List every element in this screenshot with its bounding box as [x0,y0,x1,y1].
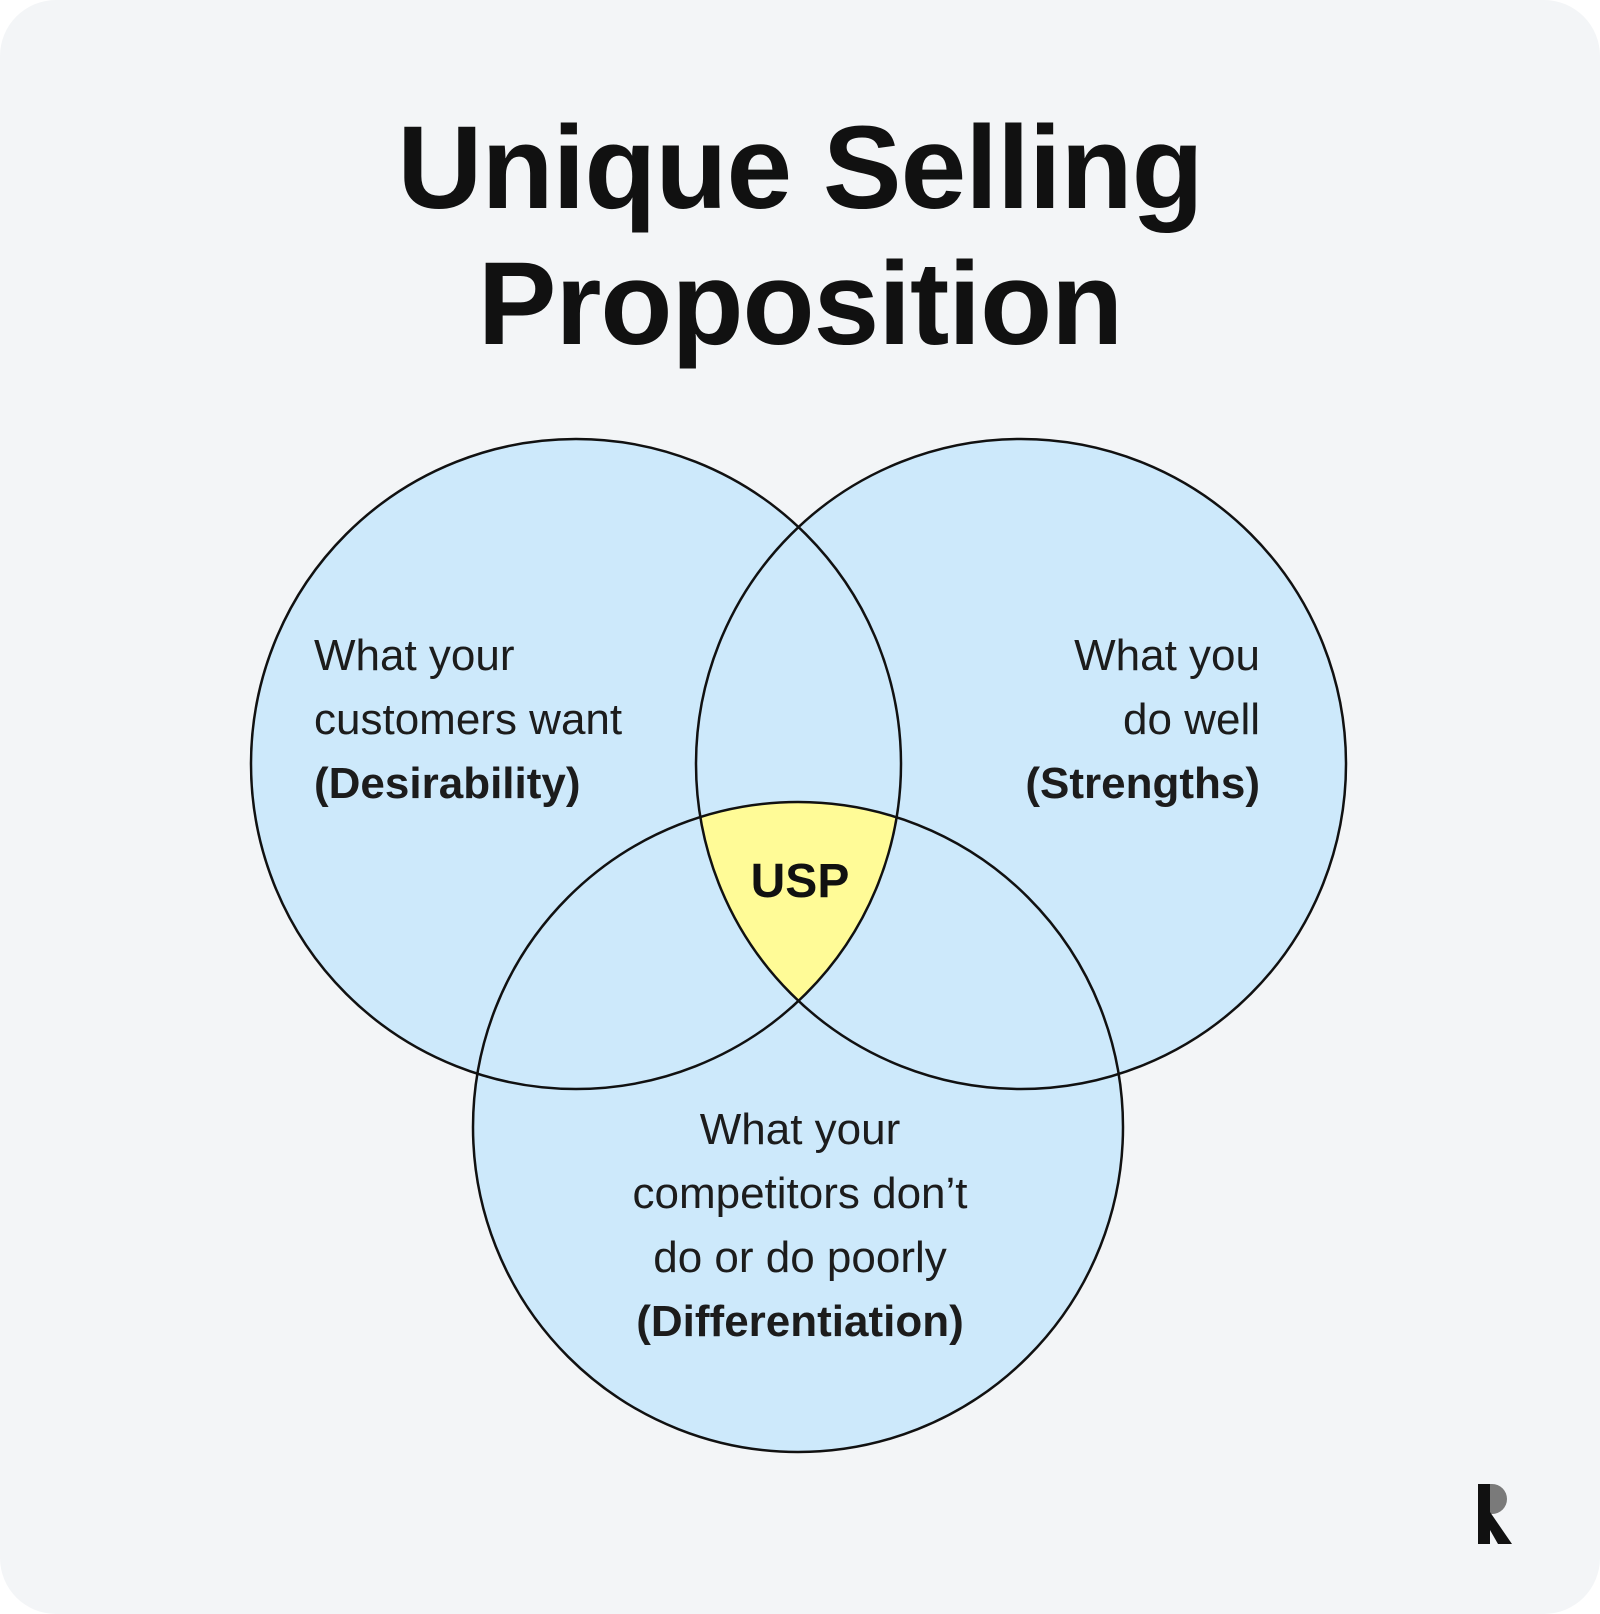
differentiation-line-3: do or do poorly [653,1233,947,1282]
desirability-line-1: What your [314,631,515,680]
differentiation-line-1: What your [699,1105,901,1154]
desirability-label: What your customers want (Desirability) [314,624,734,816]
differentiation-label: What your competitors don’t do or do poo… [560,1098,1040,1354]
differentiation-term: (Differentiation) [636,1297,964,1346]
brand-r-logo-icon [1478,1484,1512,1544]
usp-label: USP [750,855,850,908]
strengths-line-2: do well [1123,695,1260,744]
differentiation-line-2: competitors don’t [632,1169,968,1218]
desirability-line-2: customers want [314,695,623,744]
strengths-line-1: What you [1074,631,1260,680]
strengths-term: (Strengths) [1025,759,1260,808]
circle-differentiation [473,802,1123,1452]
title-line-2: Proposition [477,238,1124,370]
circle-differentiation-outline [471,800,1125,1454]
page-title: Unique Selling Proposition [0,100,1600,372]
strengths-label: What you do well (Strengths) [900,624,1260,816]
desirability-term: (Desirability) [314,759,581,808]
circle-desirability-outline [249,437,903,1091]
title-line-1: Unique Selling [397,102,1204,234]
circle-strengths-outline [694,437,1348,1091]
